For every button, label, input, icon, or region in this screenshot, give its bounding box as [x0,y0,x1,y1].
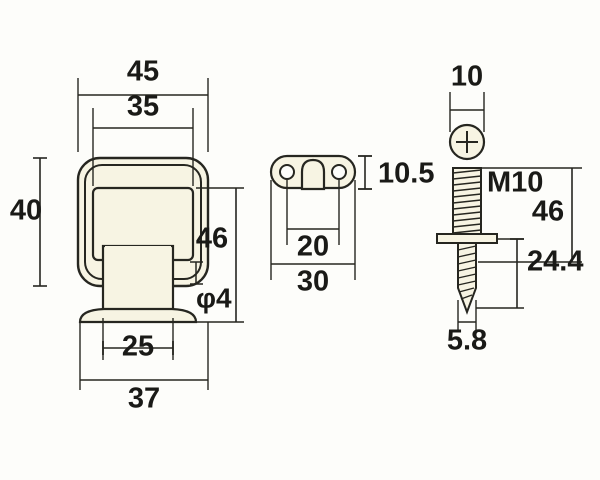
dimension-phi4: φ4 [190,261,232,313]
dimension-35: 35 [92,91,194,186]
dimension-5-8: 5.8 [447,300,487,357]
dimension-37: 37 [79,322,209,415]
dimension-label-37: 37 [128,383,160,415]
dimension-label-10: 10 [451,61,483,93]
dimension-46-side: 46 [196,187,244,323]
dimension-45: 45 [77,56,209,152]
stem-plate-joint [105,246,171,250]
dimension-30: 30 [270,180,356,298]
dimension-label-25: 25 [122,331,154,363]
dimension-10-5: 10.5 [358,155,434,190]
stem-post [101,244,175,320]
dimension-label-phi4: φ4 [196,282,232,313]
dimension-24-4: 24.4 [476,238,583,309]
dimension-label-45: 45 [127,56,159,88]
dimension-label-20: 20 [297,231,329,263]
dimension-10: 10 [449,61,485,132]
dimension-label-10-5: 10.5 [378,158,434,190]
screw-view: 10 M10 46 24.4 [436,61,583,357]
screw-machine-threads [452,169,482,234]
screw-collar-flange [436,233,498,244]
dimension-25: 25 [102,318,174,363]
bracket-center-saddle [300,158,326,191]
bracket-hole-right [331,164,347,180]
dimension-20: 20 [286,180,340,263]
dimension-label-5-8: 5.8 [447,325,487,357]
dimension-label-46-side: 46 [196,223,228,255]
dimension-label-46-screw: 46 [532,196,564,228]
dimension-label-24-4: 24.4 [527,246,583,278]
dimension-label-35: 35 [127,91,159,123]
screw-wood-threads [457,245,477,300]
top-plate-view: 10.5 20 30 [269,154,434,298]
bracket-hole-left [279,164,295,180]
dimension-46-screw: 46 [478,167,582,263]
base-flange [78,307,198,324]
dimension-40: 40 [10,157,47,287]
side-elevation-view: 45 35 40 46 [10,56,244,415]
dimension-label-30: 30 [297,266,329,298]
dimension-label-m10: M10 [487,167,543,199]
dimension-label-40: 40 [10,195,42,227]
